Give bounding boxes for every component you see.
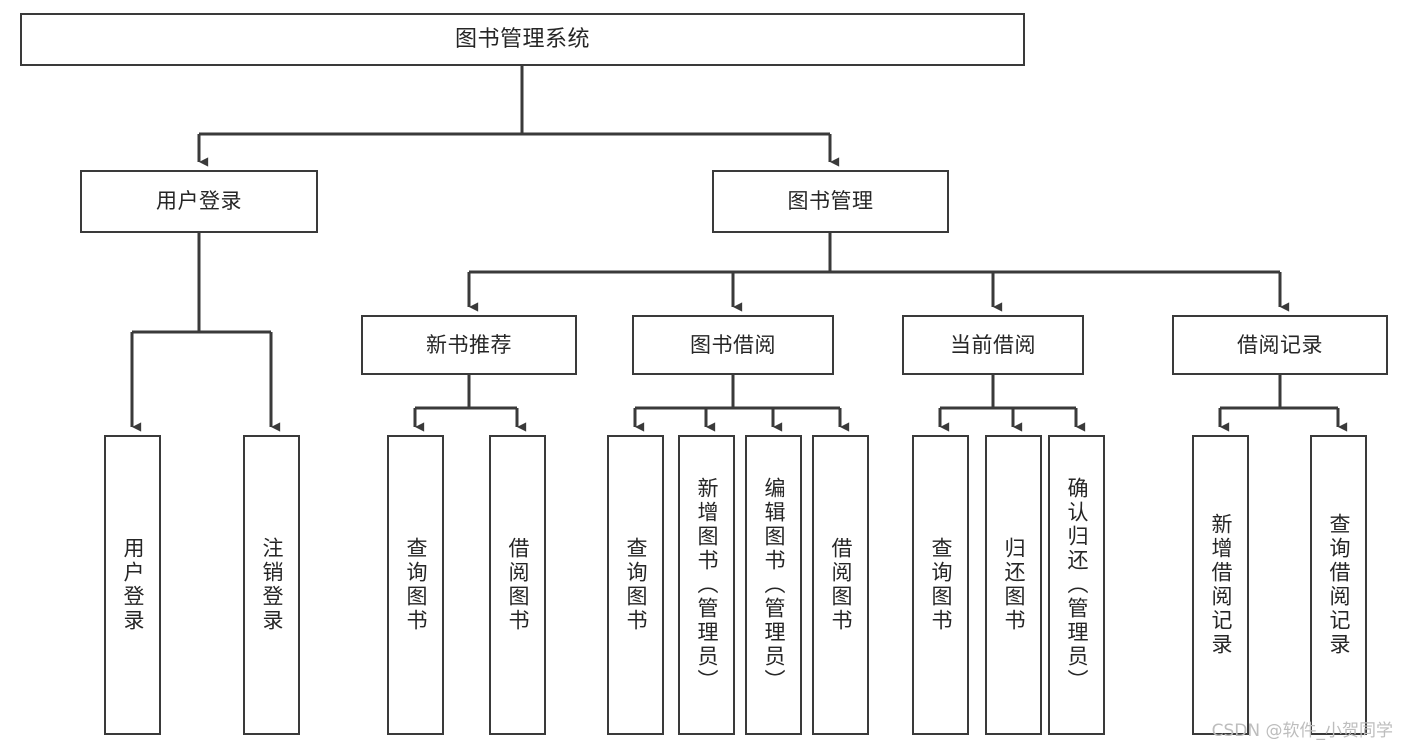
leaf-return-book-label: 归还图书 xyxy=(1002,537,1026,633)
leaf-add-book-admin-label: 新增图书（管理员） xyxy=(695,477,719,693)
leaf-user-logout[interactable]: 注销登录 xyxy=(243,435,300,735)
leaf-query-borrow-record-label: 查询借阅记录 xyxy=(1327,513,1351,657)
node-root-label: 图书管理系统 xyxy=(454,26,590,52)
node-user-login-label: 用户登录 xyxy=(156,189,242,214)
leaf-borrow-book-recommend[interactable]: 借阅图书 xyxy=(489,435,546,735)
node-current-borrow-label: 当前借阅 xyxy=(950,332,1036,357)
leaf-user-login-label: 用户登录 xyxy=(121,537,145,633)
node-borrow-record-label: 借阅记录 xyxy=(1237,332,1323,357)
leaf-query-borrow-record[interactable]: 查询借阅记录 xyxy=(1310,435,1367,735)
leaf-borrow-book[interactable]: 借阅图书 xyxy=(812,435,869,735)
node-new-book-recommend[interactable]: 新书推荐 xyxy=(361,315,577,375)
leaf-query-book-current-label: 查询图书 xyxy=(929,537,953,633)
leaf-add-borrow-record[interactable]: 新增借阅记录 xyxy=(1192,435,1249,735)
leaf-confirm-return-admin[interactable]: 确认归还（管理员） xyxy=(1048,435,1105,735)
node-book-management-label: 图书管理 xyxy=(787,189,874,214)
leaf-user-logout-label: 注销登录 xyxy=(260,537,284,633)
node-book-management[interactable]: 图书管理 xyxy=(712,170,949,233)
node-book-borrow[interactable]: 图书借阅 xyxy=(632,315,834,375)
leaf-return-book[interactable]: 归还图书 xyxy=(985,435,1042,735)
leaf-query-book-current[interactable]: 查询图书 xyxy=(912,435,969,735)
leaf-query-book-recommend[interactable]: 查询图书 xyxy=(387,435,444,735)
csdn-watermark: CSDN @软件_小贺同学 xyxy=(1211,721,1393,741)
leaf-edit-book-admin[interactable]: 编辑图书（管理员） xyxy=(745,435,802,735)
leaf-user-login[interactable]: 用户登录 xyxy=(104,435,161,735)
node-borrow-record[interactable]: 借阅记录 xyxy=(1172,315,1388,375)
node-root[interactable]: 图书管理系统 xyxy=(20,13,1025,66)
leaf-query-book-borrow[interactable]: 查询图书 xyxy=(607,435,664,735)
leaf-edit-book-admin-label: 编辑图书（管理员） xyxy=(762,477,786,693)
leaf-query-book-recommend-label: 查询图书 xyxy=(404,537,428,633)
node-new-book-recommend-label: 新书推荐 xyxy=(426,332,512,357)
leaf-add-borrow-record-label: 新增借阅记录 xyxy=(1209,513,1233,657)
leaf-borrow-book-recommend-label: 借阅图书 xyxy=(506,537,530,633)
node-current-borrow[interactable]: 当前借阅 xyxy=(902,315,1084,375)
leaf-borrow-book-label: 借阅图书 xyxy=(829,537,853,633)
leaf-add-book-admin[interactable]: 新增图书（管理员） xyxy=(678,435,735,735)
node-user-login[interactable]: 用户登录 xyxy=(80,170,318,233)
leaf-query-book-borrow-label: 查询图书 xyxy=(624,537,648,633)
leaf-confirm-return-admin-label: 确认归还（管理员） xyxy=(1065,477,1089,693)
node-book-borrow-label: 图书借阅 xyxy=(690,332,776,357)
